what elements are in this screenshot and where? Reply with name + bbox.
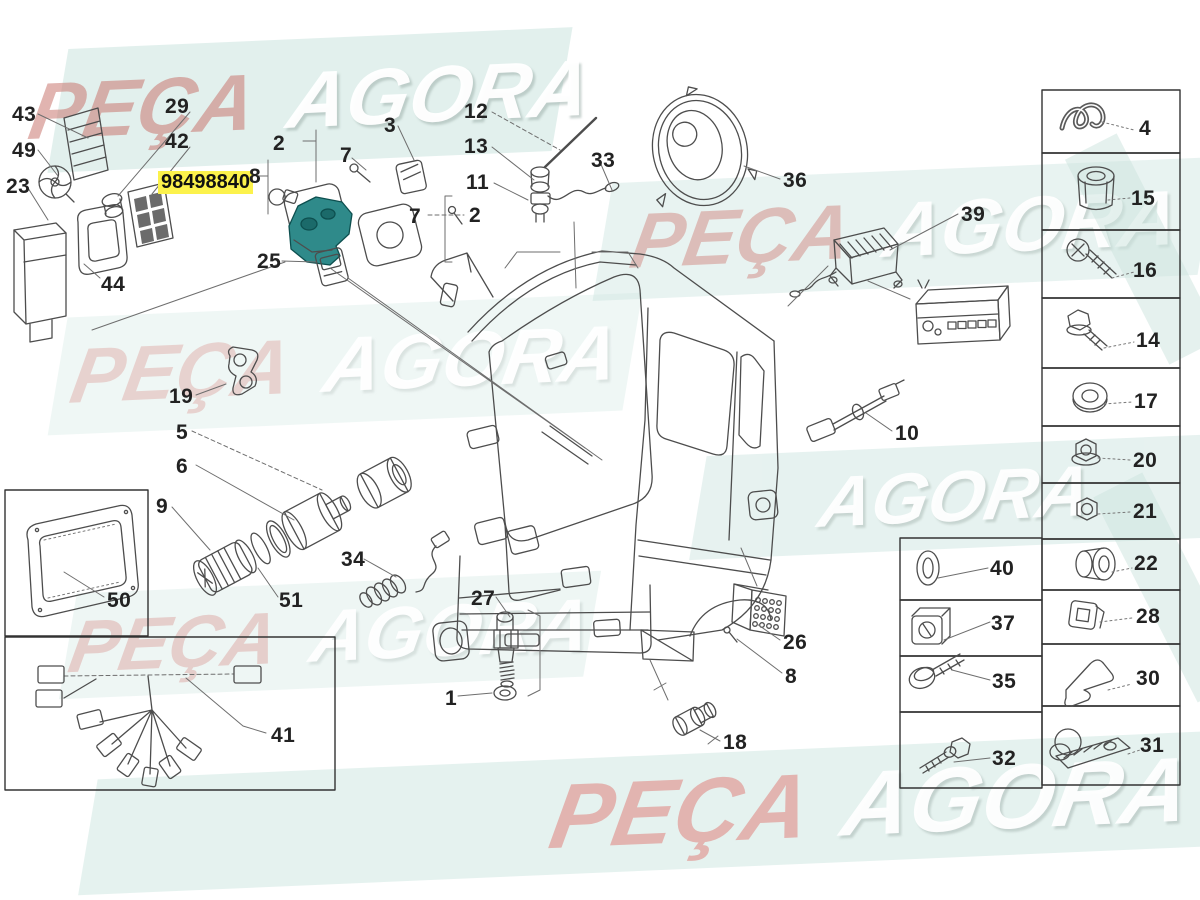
part-label-35[interactable]: 35 (992, 670, 1017, 693)
connector-26-drawing (723, 583, 787, 643)
truck-cab-drawing (430, 250, 779, 662)
part-label-8[interactable]: 8 (249, 165, 262, 188)
ecu-23-drawing (13, 222, 67, 343)
part-label-9[interactable]: 9 (156, 495, 169, 518)
part-label-25[interactable]: 25 (257, 250, 282, 273)
part-label-31[interactable]: 31 (1140, 734, 1165, 757)
switch-3-drawing (395, 159, 427, 195)
part-label-30[interactable]: 30 (1136, 667, 1161, 690)
part-label-21[interactable]: 21 (1133, 500, 1158, 523)
hardware-column-left (899, 537, 1043, 789)
part-label-17[interactable]: 17 (1134, 390, 1159, 413)
part-label-3[interactable]: 3 (384, 114, 397, 137)
part-label-5[interactable]: 5 (176, 421, 189, 444)
part-label-23[interactable]: 23 (6, 175, 31, 198)
radio-drawing (915, 279, 1011, 345)
part-label-15[interactable]: 15 (1131, 187, 1156, 210)
part-label-43[interactable]: 43 (12, 103, 37, 126)
part-label-40[interactable]: 40 (990, 557, 1015, 580)
part-label-8b[interactable]: 8 (785, 665, 798, 688)
switch-18-drawing (672, 701, 717, 736)
gasket-44-drawing (77, 204, 128, 275)
part-label-28[interactable]: 28 (1136, 605, 1161, 628)
highlighted-part-number[interactable]: 98498840 (158, 171, 253, 194)
part-label-16[interactable]: 16 (1133, 259, 1158, 282)
part-label-7[interactable]: 7 (340, 144, 353, 167)
gasket-box-50 (4, 489, 149, 637)
bulb-8-drawing (268, 188, 299, 206)
part-label-36[interactable]: 36 (783, 169, 808, 192)
vent-43-drawing (63, 107, 109, 181)
part-label-37[interactable]: 37 (991, 612, 1016, 635)
part-label-2b[interactable]: 2 (469, 204, 482, 227)
part-label-6[interactable]: 6 (176, 455, 189, 478)
part-label-27[interactable]: 27 (471, 587, 496, 610)
part-label-49[interactable]: 49 (12, 139, 37, 162)
part-label-4[interactable]: 4 (1139, 117, 1152, 140)
bracket-19-drawing (227, 346, 259, 396)
part-label-7b[interactable]: 7 (409, 205, 422, 228)
part-label-32[interactable]: 32 (992, 747, 1017, 770)
harness-box-41 (4, 636, 336, 791)
module-39-drawing (789, 227, 903, 298)
cable-10-drawing (806, 379, 905, 443)
part-label-51[interactable]: 51 (279, 589, 304, 612)
part-label-26[interactable]: 26 (783, 631, 808, 654)
screw-7-drawing (349, 163, 371, 183)
part-label-42[interactable]: 42 (165, 130, 190, 153)
part-label-34[interactable]: 34 (341, 548, 366, 571)
switch-25-drawing (314, 247, 349, 287)
speaker-36-drawing (651, 86, 758, 208)
part-label-29[interactable]: 29 (165, 95, 190, 118)
part-label-22[interactable]: 22 (1134, 552, 1159, 575)
part-label-18[interactable]: 18 (723, 731, 748, 754)
grille-42-drawing (127, 182, 174, 248)
lighter-assembly-drawing (192, 456, 412, 596)
connector-29-drawing (101, 193, 124, 219)
part-label-44[interactable]: 44 (101, 273, 126, 296)
sensor-27-drawing (432, 611, 519, 701)
part-label-50[interactable]: 50 (107, 589, 132, 612)
part-label-14[interactable]: 14 (1136, 329, 1161, 352)
part-label-11[interactable]: 11 (466, 171, 490, 194)
impeller-49-drawing (38, 165, 75, 203)
part-label-12[interactable]: 12 (464, 100, 489, 123)
part-label-10[interactable]: 10 (895, 422, 920, 445)
part-label-1[interactable]: 1 (445, 687, 458, 710)
part-label-19[interactable]: 19 (169, 385, 194, 408)
screw-7-drawing (447, 205, 463, 225)
part-label-41[interactable]: 41 (271, 724, 296, 747)
part-label-33[interactable]: 33 (591, 149, 616, 172)
part-label-2[interactable]: 2 (273, 132, 286, 155)
part-label-13[interactable]: 13 (464, 135, 489, 158)
part-label-39[interactable]: 39 (961, 203, 986, 226)
cable-34-drawing (359, 530, 450, 608)
part-label-20[interactable]: 20 (1133, 449, 1158, 472)
lamp-housing-drawing (357, 203, 423, 267)
